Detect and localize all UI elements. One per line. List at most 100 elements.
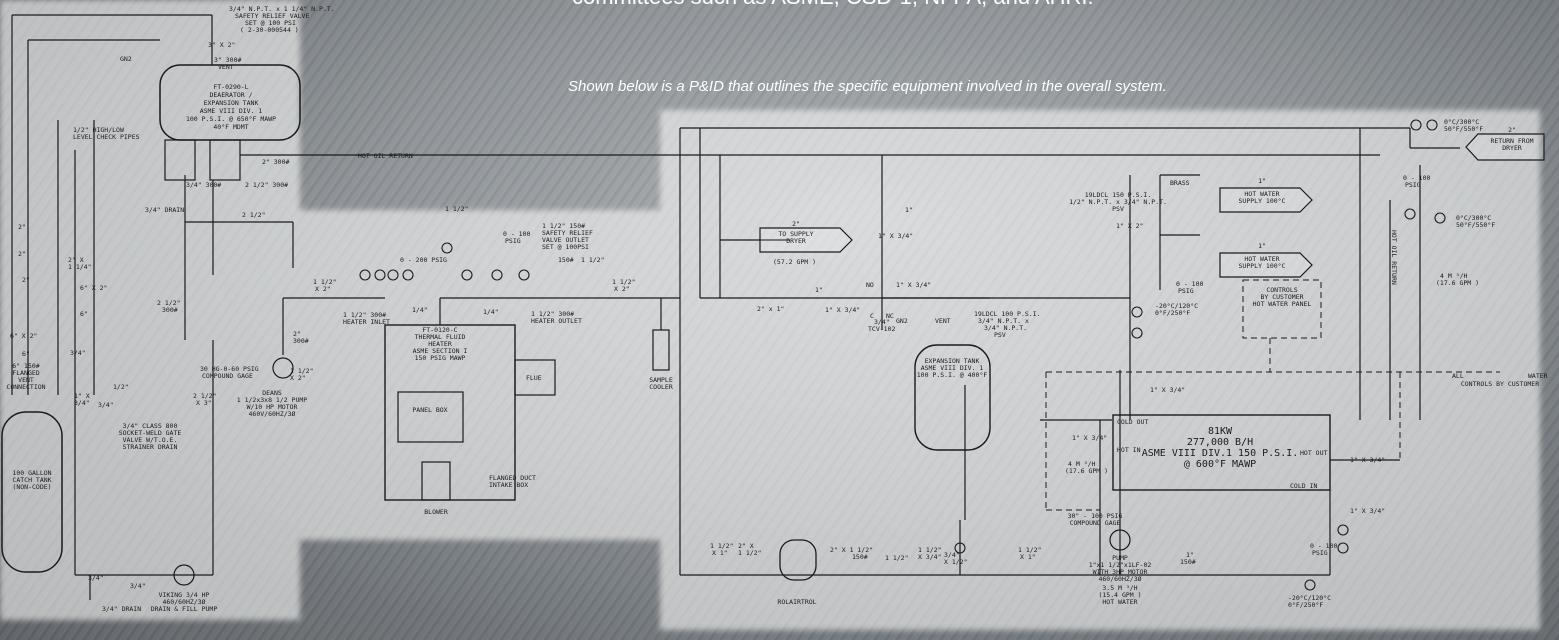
size-1x34-a: 1" X 3/4" [825,306,860,314]
size-2-c: 2" [22,276,30,284]
size-112-label: 1 1/2" [445,205,468,213]
size-6-b: 6" [22,350,30,358]
line-2-300-label: 2" 300# [262,158,289,166]
gage-200-label: 0 - 200 PSIG [400,256,447,264]
line-212-300-label: 2 1/2" 300# [245,181,288,189]
sample-cooler [652,298,670,371]
size-6x2-a: 6" X 2" [80,284,107,292]
control-boundaries [1045,279,1500,511]
expansion-tank [914,344,991,451]
thermal-fluid-heater [384,298,556,501]
size-14-a: 1/4" [412,306,428,314]
size-150-1-label: 1"150# [1180,551,1196,566]
size-34-c: 3/4" [88,574,104,582]
flue-label: FLUE [526,374,542,382]
size-14-b: 1/4" [483,308,499,316]
gn2-tag: GN2 [120,55,132,63]
cold-in-label: COLD IN [1290,482,1317,490]
valve-no-label: NO [866,281,874,289]
line-34-300-label: 3/4" 300# [186,181,221,189]
heat-exchanger [1112,414,1331,491]
rolairtrol [779,539,817,581]
size-112x2-outlet: 1 1/2"X 2" [612,278,635,293]
size-1x2-label: 1" X 2" [1116,222,1143,230]
size-1x34-c: 1" X 3/4" [896,281,931,289]
pumps [173,357,1131,586]
cold-out-label: COLD OUT [1117,418,1148,426]
relief-valve-label: 3/4" N.P.T. x 1 1/4" N.P.T.SAFETY RELIEF… [229,5,335,34]
drain-34-label: 3/4" DRAIN [145,206,184,214]
hot-out-label: HOT OUT [1300,449,1327,457]
rolairtrol-label: ROLAIRTROL [777,598,816,606]
vent-label: 3" 300#VENT [214,56,241,71]
panel-box-label: PANEL BOX [412,406,447,414]
size-1x34-d: 1" X 3/4" [1072,434,1107,442]
size-1x34-e: 1" X 3/4" [1150,386,1185,394]
brass-label: BRASS [1170,179,1190,187]
size-1-b: 1" [905,206,913,214]
gate-valve-212-label: 2 1/2"300# [157,299,180,314]
vent-exp-tag: VENT [935,317,951,325]
size-112x2-heater: 1 1/2"X 2" [313,278,336,293]
all-label: ALL [1452,372,1464,380]
size-2x112-150: 2" X 1 1/2"150# [830,546,873,561]
size-112-heater: 1 1/2" [581,256,604,264]
size-150-label: 150# [558,256,574,264]
deaerator-tank [159,15,301,181]
size-34-a: 3/4" [70,349,86,357]
valve-c-label: C [870,312,874,320]
heater-outlet-label: 1 1/2" 300#HEATER OUTLET [531,310,582,325]
drain-bottom-label: 3/4" DRAIN [102,605,141,613]
size-112-plain: 1 1/2" [885,554,908,562]
flow-4m-b: 4 M ³/H(17.6 GPM ) [1065,460,1108,475]
catch-tank [1,411,63,573]
size-2-b: 2" [18,250,26,258]
flow-4m-a: 4 M ³/H(17.6 GPM ) [1436,272,1479,287]
size-1x34-g: 1" X 3/4" [1350,507,1385,515]
size-34-d: 3/4" [130,582,146,590]
size-112x1-b: 1 1/2"X 1" [1018,546,1041,561]
size-2-300-label: 2"300# [293,330,309,345]
size-12-label: 1/2" [113,383,129,391]
size-2x1-label: 2" x 1" [757,305,784,313]
size-34x12-label: 3/4"X 1/2" [944,551,967,566]
instruments [359,119,1446,591]
controls-customer-label: CONTROLS BY CUSTOMER [1461,380,1539,388]
left-labels: 3/4" N.P.T. x 1 1/4" N.P.T.SAFETY RELIEF… [6,5,468,613]
size-34-b: 3/4" [98,401,114,409]
heater-inlet-label: 1 1/2" 300#HEATER INLET [343,311,390,326]
page-headline: committees such as ASME, CSD-1, NFPA, an… [572,0,1094,10]
size-212-label: 2 1/2" [242,211,265,219]
gpm-572-label: (57.2 GPM ) [773,258,816,266]
size-112x34-label: 1 1/2"X 3/4" [918,546,941,561]
tcv-label: 3/4"TCV-102 [868,318,895,333]
